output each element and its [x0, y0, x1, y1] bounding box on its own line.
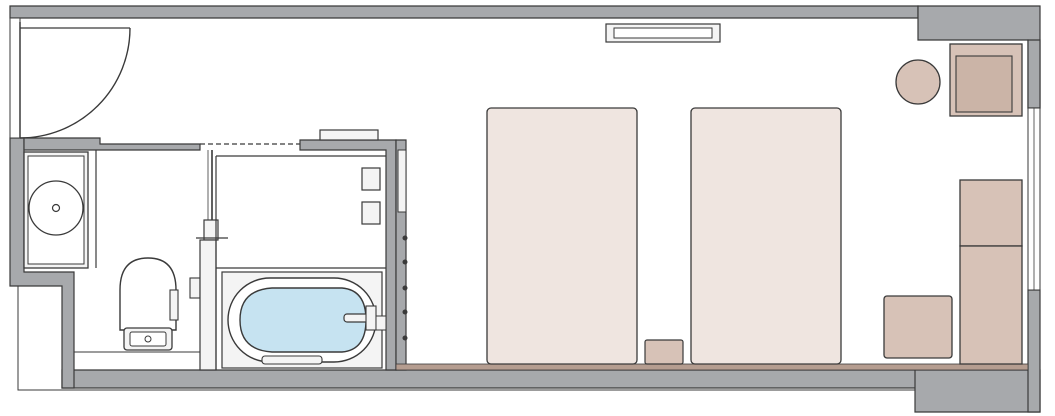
wall-bottom: [61, 369, 1029, 389]
stool-icon: [883, 295, 953, 359]
toilet-icon: [119, 257, 201, 351]
entry-door-swing-icon: [9, 17, 131, 139]
shelf-lower: [361, 201, 381, 225]
wall-right-upper: [1027, 39, 1041, 109]
wall-right-lower: [1027, 289, 1041, 413]
baseboard: [395, 363, 1029, 371]
shelf-upper: [361, 167, 381, 191]
round-table-icon: [895, 59, 941, 105]
bed-icon: [486, 107, 638, 365]
window-icon: [1027, 107, 1041, 291]
desk-icon: [959, 179, 1023, 365]
nightstand-icon: [644, 339, 684, 365]
wall-hooks: [397, 149, 408, 341]
wall-top: [9, 5, 919, 19]
faucet-icon: [343, 305, 387, 331]
wash-basin-icon: [23, 151, 89, 269]
bath-wall-cabinet: [319, 129, 379, 141]
air-conditioner-icon: [605, 23, 721, 43]
armchair-icon: [949, 43, 1023, 117]
exterior-walls: [9, 5, 1041, 413]
bed-icon: [690, 107, 842, 365]
glass-partition: [199, 239, 217, 371]
shower-head-icon: [196, 150, 228, 241]
wall-bottom-right: [914, 369, 1041, 413]
